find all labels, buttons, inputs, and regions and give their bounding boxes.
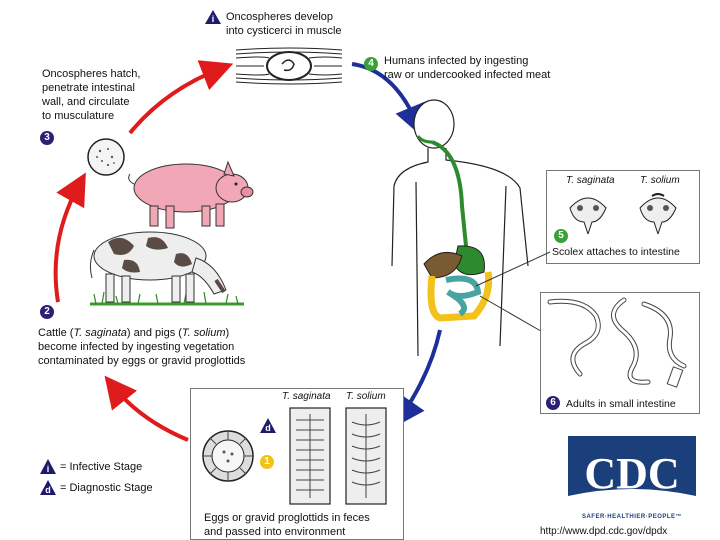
diagnostic-stage-icon: d bbox=[260, 418, 276, 433]
panel-pointer-lines bbox=[475, 251, 551, 335]
arrow-left-side bbox=[53, 172, 86, 303]
step3-line1: Oncospheres hatch, bbox=[42, 68, 141, 80]
pig-illustration bbox=[128, 160, 254, 229]
step3-badge: 3 bbox=[40, 131, 54, 145]
step5-panel bbox=[546, 170, 700, 264]
step2-line3: contaminated by eggs or gravid proglotti… bbox=[38, 355, 246, 367]
cdc-logo: CDC bbox=[568, 436, 696, 512]
svg-text:d: d bbox=[265, 423, 271, 433]
cdc-tagline: SAFER·HEALTHIER·PEOPLE™ bbox=[581, 514, 683, 520]
human-figure-illustration bbox=[391, 99, 529, 357]
adult-tapeworm-illustration bbox=[547, 297, 687, 388]
step5-label: Scolex attaches to intestine bbox=[552, 246, 680, 258]
infective-stage-icon: i bbox=[205, 10, 221, 24]
step3-line2: penetrate intestinal bbox=[42, 82, 135, 94]
legend-diagnostic-label: = Diagnostic Stage bbox=[60, 482, 153, 494]
gravid-proglottids-illustration bbox=[289, 407, 387, 505]
svg-text:i: i bbox=[212, 14, 215, 24]
step5-badge: 5 bbox=[554, 229, 568, 243]
cysticercus-in-muscle-illustration bbox=[235, 47, 343, 85]
step1-species-b: T. solium bbox=[346, 391, 386, 402]
step-top-line2: into cysticerci in muscle bbox=[226, 25, 342, 37]
step4-line1: Humans infected by ingesting bbox=[384, 55, 529, 67]
step6-badge: 6 bbox=[546, 396, 560, 410]
step3-line3: wall, and circulate bbox=[42, 96, 130, 108]
svg-text:d: d bbox=[45, 485, 51, 495]
step4-badge: 4 bbox=[364, 57, 378, 71]
source-url: http://www.dpd.cdc.gov/dpdx bbox=[540, 526, 668, 537]
legend-diagnostic-icon: d bbox=[40, 480, 56, 495]
arrow-to-human bbox=[351, 62, 426, 138]
arrow-to-animals bbox=[104, 375, 189, 442]
step2-line1: Cattle (T. saginata) and pigs (T. solium… bbox=[38, 327, 230, 339]
scolex-illustration bbox=[569, 193, 677, 234]
step1-label-line1: Eggs or gravid proglottids in feces bbox=[204, 512, 370, 524]
legend-infective-icon: i bbox=[40, 459, 56, 474]
svg-text:CDC: CDC bbox=[584, 449, 679, 498]
step6-label: Adults in small intestine bbox=[566, 398, 676, 410]
step1-badge: 1 bbox=[260, 455, 274, 469]
arrow-to-muscle bbox=[128, 60, 234, 135]
svg-text:i: i bbox=[47, 464, 50, 474]
step5-species-b: T. solium bbox=[640, 175, 680, 186]
egg-illustration bbox=[202, 430, 254, 482]
step3-line4: to musculature bbox=[42, 110, 115, 122]
oncosphere-illustration bbox=[87, 138, 125, 176]
step1-label-line2: and passed into environment bbox=[204, 526, 346, 538]
step2-line2: become infected by ingesting vegetation bbox=[38, 341, 235, 353]
step2-badge: 2 bbox=[40, 305, 54, 319]
step5-species-a: T. saginata bbox=[566, 175, 615, 186]
step4-line2: raw or undercooked infected meat bbox=[384, 69, 551, 81]
cow-illustration bbox=[89, 231, 244, 306]
legend-infective-label: = Infective Stage bbox=[60, 461, 143, 473]
step1-species-a: T. saginata bbox=[282, 391, 331, 402]
arrow-to-environment bbox=[393, 329, 442, 428]
step-top-line1: Oncospheres develop bbox=[226, 11, 334, 23]
